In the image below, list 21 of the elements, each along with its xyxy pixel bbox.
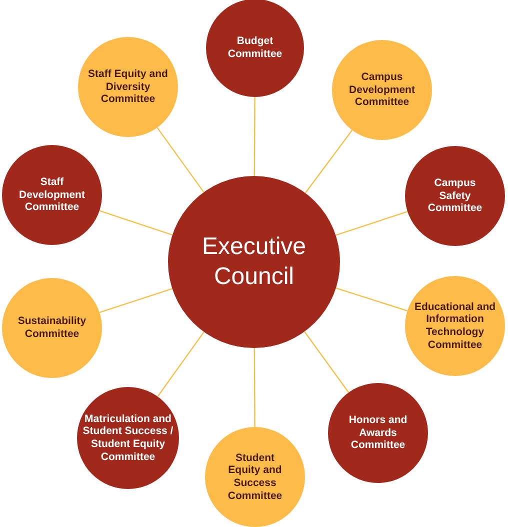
connector-line bbox=[254, 97, 256, 176]
committee-name: Student Equity and Success Committee bbox=[226, 452, 284, 502]
connector-line bbox=[304, 130, 353, 194]
connector-line bbox=[336, 211, 408, 236]
connector-line bbox=[156, 127, 204, 193]
connector-line bbox=[254, 348, 256, 427]
connector-line bbox=[304, 331, 350, 393]
connector-line bbox=[99, 288, 172, 314]
committee-name: Budget Committee bbox=[226, 35, 284, 61]
committee-name: Campus Development Committee bbox=[348, 71, 416, 109]
committee-name: Sustainability Committee bbox=[16, 315, 88, 341]
committee-name: Honors and Awards Committee bbox=[348, 414, 408, 452]
committee-name: Staff Equity and Diversity Committee bbox=[87, 68, 169, 106]
connector-line bbox=[157, 332, 204, 397]
committee-name: Matriculation and Student Success / Student Equity Committee bbox=[82, 412, 174, 464]
council-title: Executive Council bbox=[200, 232, 308, 292]
connector-line bbox=[99, 210, 173, 236]
connector-line bbox=[336, 288, 408, 312]
committee-name: Educational and Information Technology Committee bbox=[413, 300, 497, 352]
committee-name: Staff Development Committee bbox=[18, 176, 86, 214]
committee-name: Campus Safety Committee bbox=[426, 177, 484, 215]
